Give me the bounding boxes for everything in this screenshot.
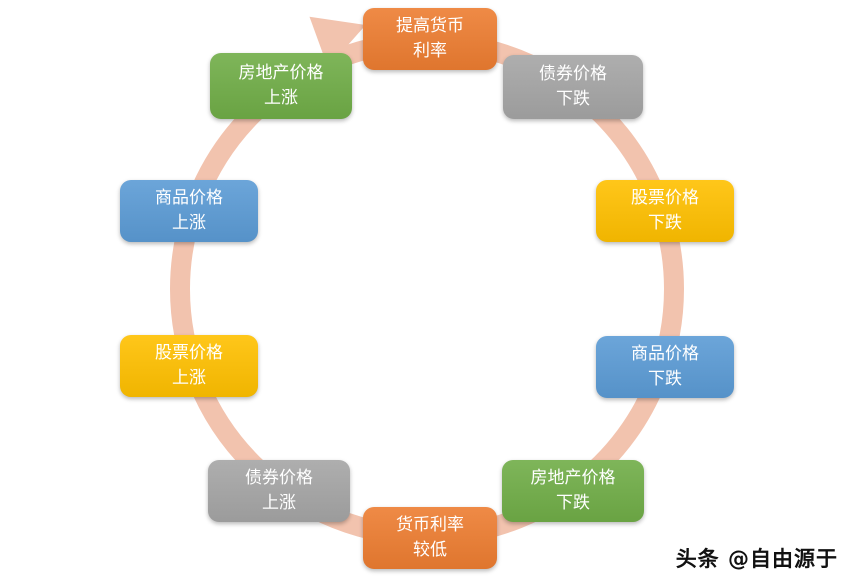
- node-label-line: 上涨: [172, 213, 206, 233]
- cycle-node-real-estate-price-fall: 房地产价格 下跌: [502, 460, 644, 522]
- node-label-line: 货币利率: [396, 514, 464, 535]
- node-label-line: 上涨: [262, 493, 296, 513]
- cycle-node-commodity-price-rise: 商品价格 上涨: [120, 180, 258, 242]
- cycle-node-real-estate-price-rise: 房地产价格 上涨: [210, 53, 352, 119]
- node-label-line: 债券价格: [245, 467, 313, 488]
- node-label-line: 下跌: [556, 493, 590, 513]
- node-label-line: 房地产价格: [530, 467, 616, 488]
- node-label-line: 利率: [413, 41, 447, 61]
- node-label-line: 上涨: [172, 368, 206, 388]
- node-label-line: 下跌: [648, 369, 682, 389]
- node-label-line: 下跌: [556, 89, 590, 109]
- node-label-line: 提高货币: [396, 15, 464, 36]
- node-label-line: 商品价格: [631, 343, 699, 364]
- cycle-node-bond-price-rise: 债券价格 上涨: [208, 460, 350, 522]
- node-label-line: 债券价格: [539, 63, 607, 84]
- node-label-line: 较低: [413, 540, 447, 560]
- node-label-line: 股票价格: [155, 342, 223, 363]
- cycle-node-low-interest-rate: 货币利率 较低: [363, 507, 497, 569]
- cycle-node-bond-price-fall: 债券价格 下跌: [503, 55, 643, 119]
- node-label-line: 上涨: [264, 88, 298, 108]
- cycle-node-commodity-price-fall: 商品价格 下跌: [596, 336, 734, 398]
- cycle-node-stock-price-fall: 股票价格 下跌: [596, 180, 734, 242]
- node-label-line: 商品价格: [155, 187, 223, 208]
- node-label-line: 股票价格: [631, 187, 699, 208]
- node-label-line: 房地产价格: [238, 62, 324, 83]
- node-label-line: 下跌: [648, 213, 682, 233]
- watermark-text: 头条 @自由源于: [675, 547, 838, 571]
- cycle-node-raise-interest-rate: 提高货币 利率: [363, 8, 497, 70]
- cycle-node-stock-price-rise: 股票价格 上涨: [120, 335, 258, 397]
